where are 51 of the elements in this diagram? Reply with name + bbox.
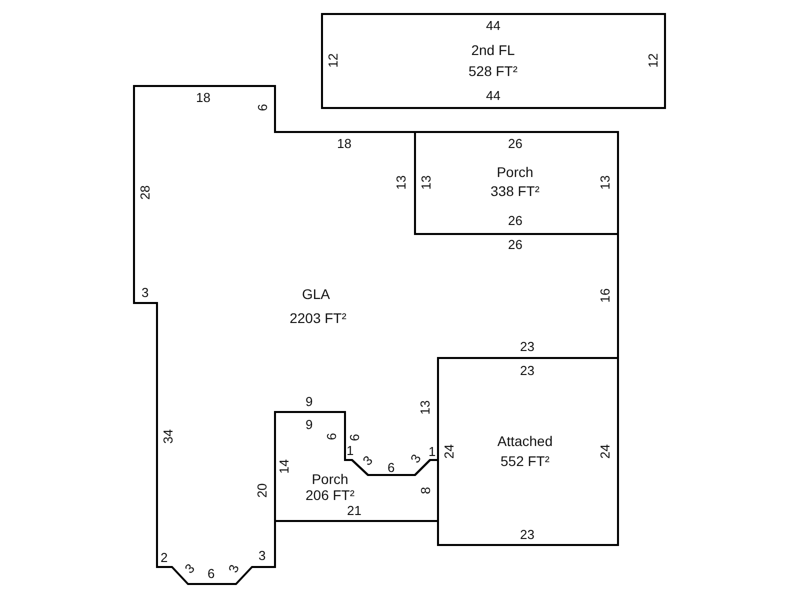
dimension-label: 9 — [306, 394, 313, 408]
dimension-label: 3 — [142, 286, 149, 298]
dimension-label: 24 — [598, 444, 612, 458]
dimension-label: 13 — [420, 174, 433, 190]
room-name: Porch — [312, 472, 348, 486]
area-value: 552 FT² — [500, 454, 550, 468]
dimension-label: 6 — [208, 566, 215, 580]
dimension-label: 6 — [324, 432, 338, 440]
dimension-label: 26 — [508, 214, 522, 226]
dimension-label: 13 — [598, 174, 612, 190]
dimension-label: 13 — [418, 400, 432, 414]
dimension-label: 1 — [428, 444, 436, 458]
dimension-label: 6 — [348, 433, 361, 441]
room-name: GLA — [302, 287, 330, 301]
dimension-label: 23 — [520, 364, 534, 376]
dimension-label: 6 — [256, 103, 269, 111]
dimension-label: 12 — [326, 52, 340, 68]
dimension-label: 18 — [196, 90, 210, 104]
dimension-label: 1 — [346, 444, 354, 456]
dimension-label: 16 — [598, 288, 612, 302]
dimension-label: 24 — [442, 444, 456, 458]
dimension-label: 44 — [486, 18, 500, 32]
dimension-label: 3 — [226, 562, 240, 574]
dimension-label: 23 — [520, 528, 534, 540]
room-name: Attached — [497, 434, 553, 448]
area-value: 338 FT² — [490, 184, 540, 198]
room-name: Porch — [496, 165, 534, 179]
dimension-label: 21 — [347, 504, 362, 516]
dimension-label: 9 — [306, 418, 313, 430]
dimension-label: 3 — [182, 560, 196, 576]
dimension-label: 6 — [388, 460, 395, 474]
dimension-label: 3 — [360, 452, 374, 468]
dimension-label: 34 — [162, 428, 175, 444]
dimension-label: 13 — [394, 174, 408, 190]
dimension-label: 2 — [160, 550, 168, 564]
dimension-label: 26 — [508, 136, 522, 150]
dimension-label: 20 — [256, 482, 269, 498]
dimension-label: 28 — [138, 184, 152, 200]
area-value: 528 FT² — [468, 64, 518, 78]
dimension-label: 26 — [508, 238, 522, 250]
dimension-label: 44 — [486, 88, 500, 102]
room-name: 2nd FL — [471, 43, 515, 57]
dimension-label: 8 — [418, 486, 432, 494]
dimension-label: 3 — [408, 452, 423, 464]
dimension-label: 12 — [646, 52, 660, 68]
area-value: 2203 FT² — [290, 311, 346, 325]
dimension-label: 23 — [520, 340, 534, 352]
dimension-label: 14 — [278, 458, 291, 474]
area-value: 206 FT² — [306, 488, 354, 502]
dimension-label: 18 — [337, 136, 352, 150]
dimension-label: 3 — [258, 548, 266, 562]
